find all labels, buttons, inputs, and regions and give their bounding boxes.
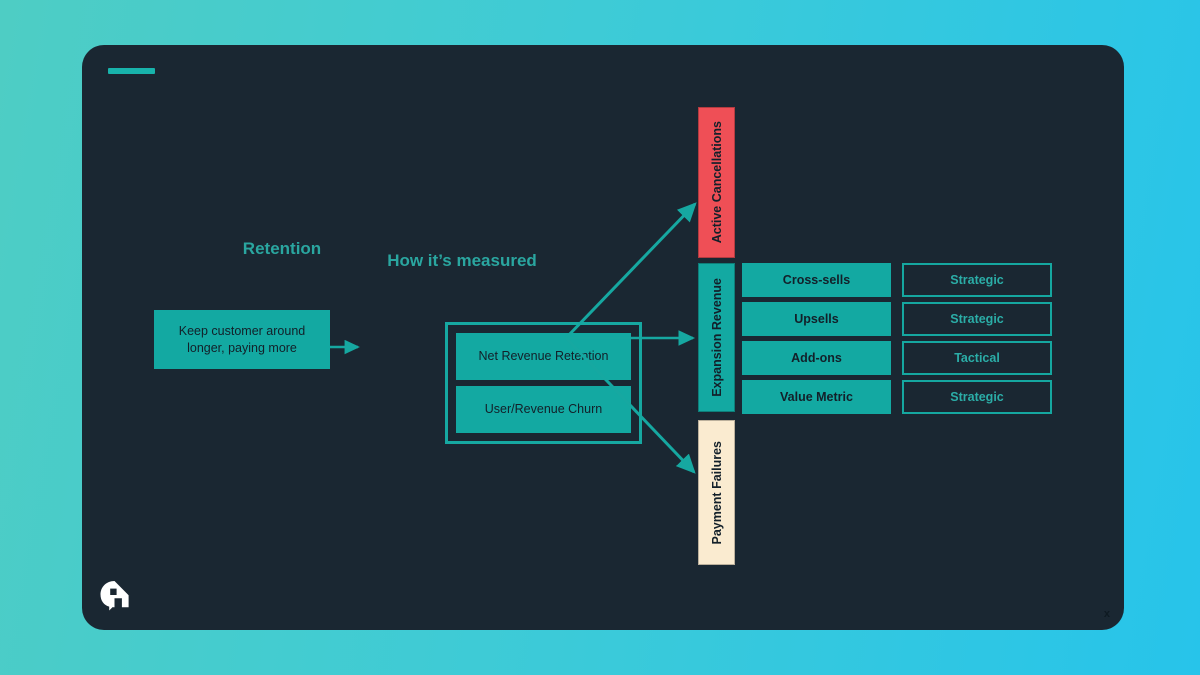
accent-dash — [108, 68, 155, 74]
retention-description-box: Keep customer around longer, paying more — [154, 310, 330, 369]
category-label-payment-failures: Payment Failures — [709, 440, 724, 545]
corner-marker: x — [1103, 608, 1110, 620]
measure-box-user-revenue-churn[interactable]: User/Revenue Churn — [456, 386, 631, 433]
brand-logo-icon — [100, 581, 129, 611]
slide-card: x Retention Keep customer around longer,… — [82, 45, 1124, 630]
measure-box-net-revenue-retention[interactable]: Net Revenue Retention — [456, 333, 631, 380]
category-label-active-cancellations: Active Cancellations — [709, 121, 724, 244]
lever-box-cross-sells[interactable]: Cross-sells — [742, 263, 891, 297]
measured-group: Net Revenue Retention User/Revenue Churn — [445, 322, 642, 444]
lever-box-upsells[interactable]: Upsells — [742, 302, 891, 336]
retention-heading: Retention — [242, 239, 322, 258]
measured-heading: How it’s measured — [387, 251, 537, 270]
category-bar-active-cancellations[interactable]: Active Cancellations — [698, 107, 735, 258]
category-bar-payment-failures[interactable]: Payment Failures — [698, 420, 735, 565]
classification-box-value-metric[interactable]: Strategic — [902, 380, 1052, 414]
classification-box-upsells[interactable]: Strategic — [902, 302, 1052, 336]
classification-box-cross-sells[interactable]: Strategic — [902, 263, 1052, 297]
category-bar-expansion-revenue[interactable]: Expansion Revenue — [698, 263, 735, 412]
category-label-expansion-revenue: Expansion Revenue — [709, 278, 724, 397]
lever-box-add-ons[interactable]: Add-ons — [742, 341, 891, 375]
classification-box-add-ons[interactable]: Tactical — [902, 341, 1052, 375]
lever-box-value-metric[interactable]: Value Metric — [742, 380, 891, 414]
